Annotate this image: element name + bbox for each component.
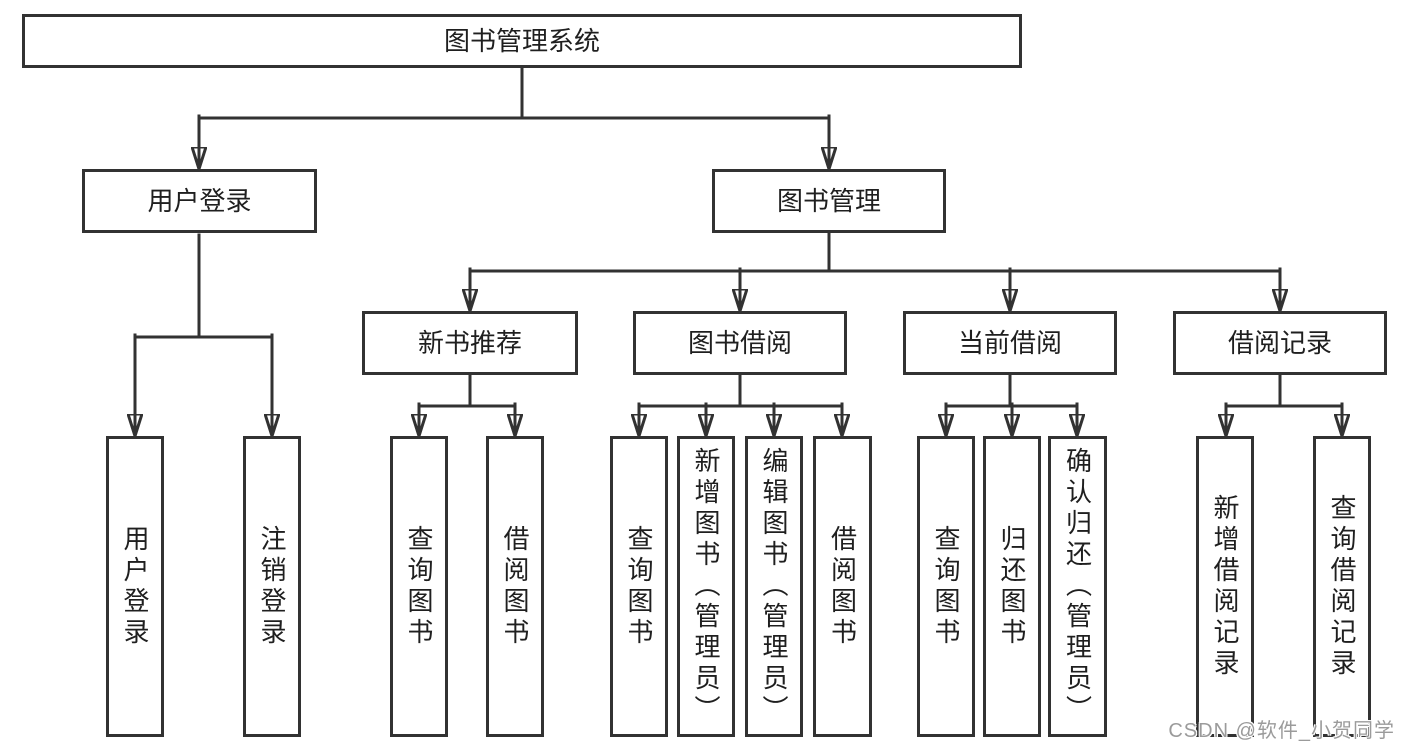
connector-current-borrowing-children — [946, 373, 1077, 435]
node-label: 查询图书 — [624, 524, 654, 649]
node-label: 归还图书 — [997, 524, 1027, 649]
leaf-bb-add-books-admin: 新增图书（管理员） — [677, 436, 735, 737]
node-book-borrowing: 图书借阅 — [633, 311, 847, 375]
node-label: 确认归还（管理员） — [1062, 447, 1093, 726]
connector-book-management-to-level3 — [470, 231, 1280, 310]
connector-user-login-children — [135, 233, 272, 435]
connector-book-borrowing-children — [639, 373, 842, 435]
leaf-bb-query-books: 查询图书 — [610, 436, 668, 737]
node-new-book-recommend: 新书推荐 — [362, 311, 578, 375]
leaf-bb-edit-books-admin: 编辑图书（管理员） — [745, 436, 803, 737]
node-label: 借阅记录 — [1227, 328, 1332, 358]
node-label: 图书管理系统 — [443, 26, 600, 56]
node-label: 新书推荐 — [417, 328, 522, 358]
leaf-logout: 注销登录 — [243, 436, 301, 737]
node-label: 借阅图书 — [500, 524, 530, 649]
connector-new-book-recommend-children — [419, 373, 515, 435]
node-book-management: 图书管理 — [712, 169, 946, 233]
node-label: 查询借阅记录 — [1327, 493, 1357, 680]
node-root: 图书管理系统 — [22, 14, 1022, 68]
node-label: 查询图书 — [931, 524, 961, 649]
leaf-cb-return-books: 归还图书 — [983, 436, 1041, 737]
leaf-user-login: 用户登录 — [106, 436, 164, 737]
node-label: 新增借阅记录 — [1210, 493, 1240, 680]
leaf-nbr-query-books: 查询图书 — [390, 436, 448, 737]
node-label: 用户登录 — [147, 186, 252, 216]
node-borrowing-records: 借阅记录 — [1173, 311, 1387, 375]
node-current-borrowing: 当前借阅 — [903, 311, 1117, 375]
leaf-cb-query-books: 查询图书 — [917, 436, 975, 737]
node-label: 新增图书（管理员） — [691, 447, 721, 726]
leaf-nbr-borrow-books: 借阅图书 — [486, 436, 544, 737]
leaf-br-query-record: 查询借阅记录 — [1313, 436, 1371, 737]
node-label: 注销登录 — [257, 524, 287, 649]
node-label: 当前借阅 — [957, 328, 1062, 358]
node-label: 借阅图书 — [827, 524, 858, 649]
node-label: 查询图书 — [404, 524, 434, 649]
node-label: 编辑图书（管理员） — [759, 447, 789, 726]
node-label: 图书借阅 — [687, 328, 792, 358]
connector-root-to-level2 — [199, 66, 829, 168]
node-user-login: 用户登录 — [82, 169, 317, 233]
node-label: 图书管理 — [776, 186, 881, 216]
connector-borrowing-records-children — [1226, 373, 1342, 435]
node-label: 用户登录 — [120, 524, 150, 649]
leaf-br-add-record: 新增借阅记录 — [1196, 436, 1254, 737]
leaf-cb-confirm-return-admin: 确认归还（管理员） — [1048, 436, 1107, 737]
leaf-bb-borrow-books: 借阅图书 — [813, 436, 872, 737]
csdn-watermark: CSDN @软件_小贺同学 — [1168, 720, 1395, 742]
